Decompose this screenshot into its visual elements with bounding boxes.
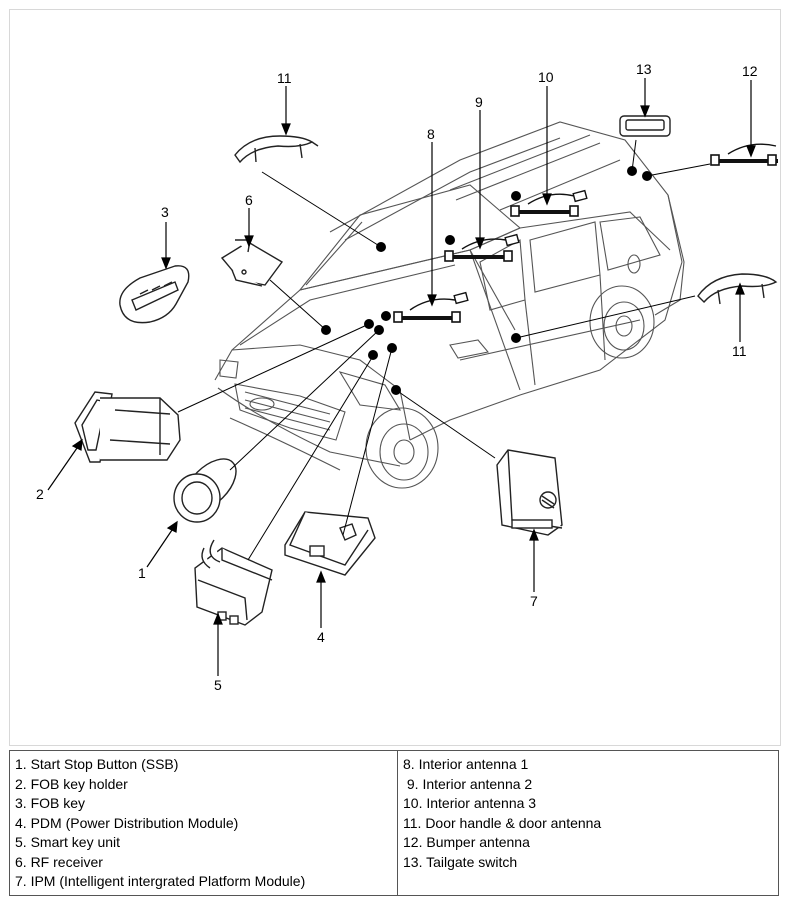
location-dot [376,242,386,252]
location-dot [391,385,401,395]
location-dot [387,343,397,353]
legend-column-left: 1. Start Stop Button (SSB) 2. FOB key ho… [9,750,398,896]
start-stop-button-illustration [173,458,237,523]
legend-item: 10. Interior antenna 3 [403,795,537,811]
interior-antenna-3-illustration [510,189,588,217]
legend-item: 7. IPM (Intelligent intergrated Platform… [15,873,306,889]
legend-item: 12. Bumper antenna [403,834,530,850]
legend-item: 3. FOB key [15,795,86,811]
smart-key-system-diagram: 1 2 3 4 5 6 7 8 9 10 11 11 12 13 [36,61,778,693]
legend-item: 5. Smart key unit [15,834,121,850]
ipm-illustration [496,449,563,536]
smart-key-unit-illustration [194,539,273,626]
location-dot [381,311,391,321]
location-dot [364,319,374,329]
location-dot [511,191,521,201]
callout-label: 9 [475,94,483,110]
door-handle-illustration [697,273,778,305]
callout-label: 13 [636,61,652,77]
legend-item: 11. Door handle & door antenna [403,814,602,831]
location-dot [511,333,521,343]
callout-labels: 1 2 3 4 5 6 7 8 9 10 11 11 12 13 [36,61,758,693]
leader-lines [177,139,711,561]
legend-item: 6. RF receiver [15,853,103,870]
pdm-illustration [284,511,376,576]
callout-label: 6 [245,192,253,208]
callout-label: 12 [742,63,758,79]
interior-antenna-2-illustration [444,233,520,262]
callout-label: 4 [317,629,325,645]
fob-key-holder-illustration [74,391,181,463]
callout-label: 2 [36,486,44,502]
callout-label: 5 [214,677,222,693]
callout-label: 11 [277,70,292,86]
location-dot [374,325,384,335]
callout-label: 8 [427,126,435,142]
callout-arrows [47,78,756,676]
door-handle-illustration [234,135,319,164]
location-dot [445,235,455,245]
vehicle-illustration [214,121,685,489]
legend-item: 1. Start Stop Button (SSB) [15,756,179,772]
location-dot [321,325,331,335]
location-dot [642,171,652,181]
legend-item: 8. Interior antenna 1 [403,756,529,772]
callout-label: 3 [161,204,169,220]
bumper-antenna-illustration [710,143,778,166]
tailgate-switch-illustration [619,115,671,137]
callout-label: 1 [138,565,146,581]
legend-item: 9. Interior antenna 2 [403,775,533,792]
fob-key-illustration [119,265,190,324]
rf-receiver-illustration [220,239,284,287]
legend-item: 4. PDM (Power Distribution Module) [15,814,239,831]
legend-item: 13. Tailgate switch [403,853,518,870]
legend-column-right: 8. Interior antenna 1 9. Interior antenn… [397,750,779,896]
callout-label: 7 [530,593,538,609]
location-dot [368,350,378,360]
callout-label: 10 [538,69,554,85]
location-dot [627,166,637,176]
diagram-frame [9,9,781,746]
callout-label: 11 [732,343,747,359]
legend-item: 2. FOB key holder [15,775,128,792]
location-dots [321,166,652,395]
component-legend-table: 1. Start Stop Button (SSB) 2. FOB key ho… [9,750,779,896]
